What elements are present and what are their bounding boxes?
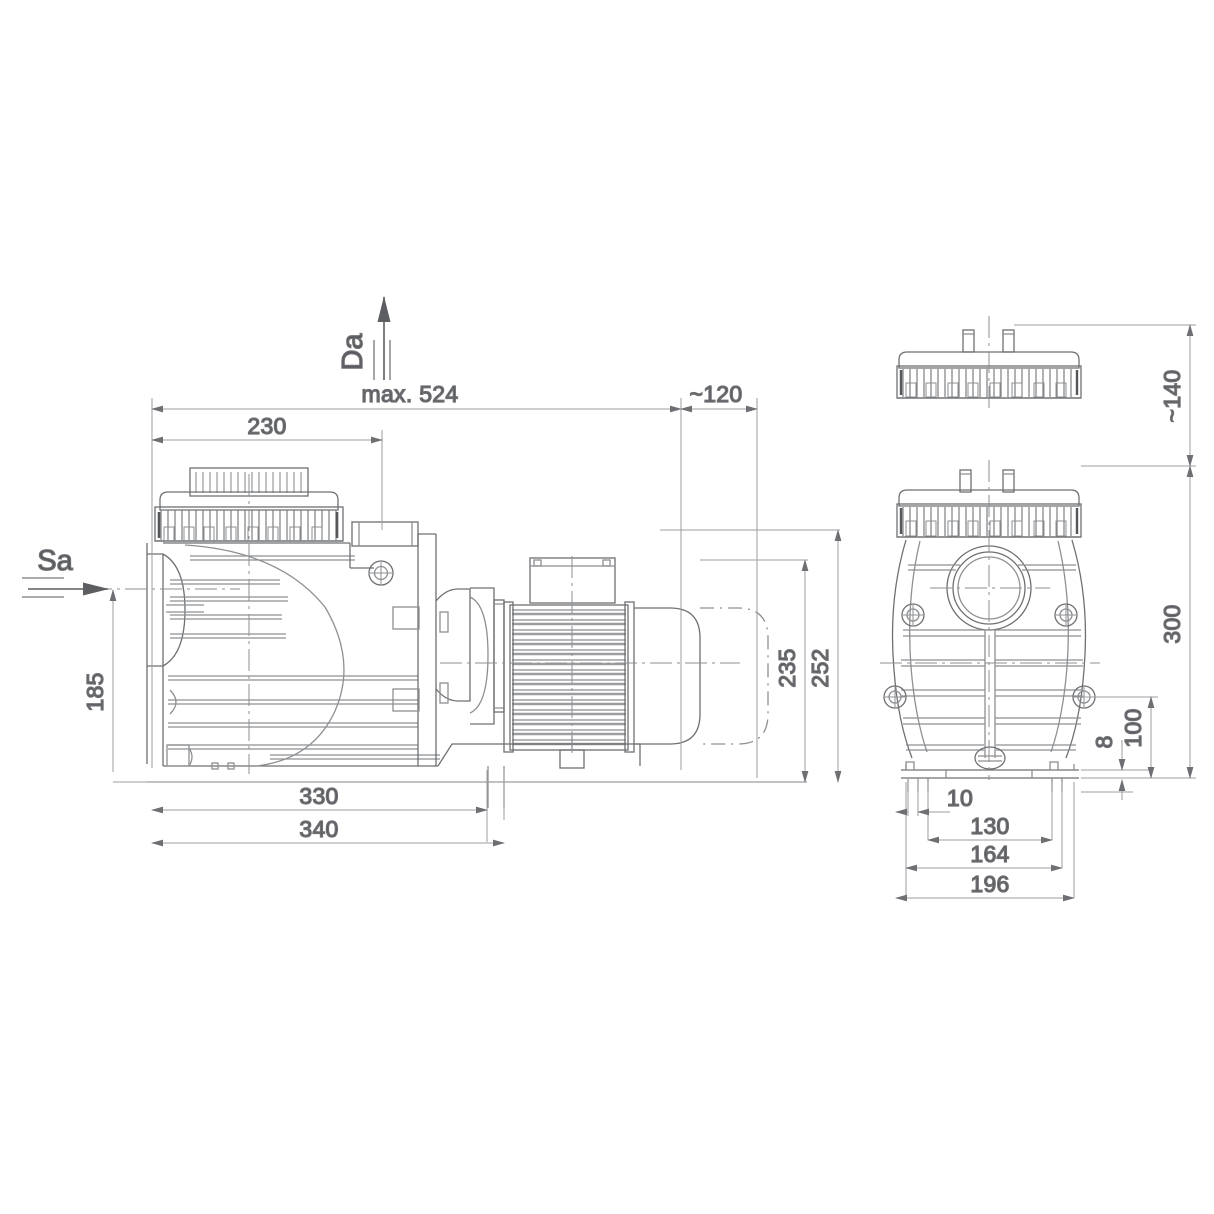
pump-housing-side [162, 521, 440, 770]
dim-235: 235 [774, 648, 800, 687]
dimension-labels: Da Sa max. 524 ~120 230 185 235 252 330 … [37, 332, 1186, 898]
side-view-dimensions [109, 398, 842, 847]
base-plate-side [147, 743, 807, 808]
dim-130: 130 [970, 813, 1009, 839]
dim-230: 230 [247, 413, 286, 439]
dim-140: ~140 [1159, 369, 1185, 422]
dim-340: 340 [299, 816, 338, 842]
dim-330: 330 [299, 783, 338, 809]
label-discharge: Da [337, 333, 369, 371]
centerlines [90, 316, 1100, 780]
discharge-flow-arrow [373, 296, 391, 380]
flow-symbols [22, 296, 391, 598]
side-view-geometry [146, 467, 807, 808]
dim-120: ~120 [689, 381, 742, 407]
dim-196: 196 [970, 871, 1009, 897]
dim-100: 100 [1120, 708, 1146, 747]
motor-side [503, 557, 769, 769]
dim-252: 252 [807, 648, 833, 687]
mounting-boss [883, 603, 1096, 709]
dim-max-524: max. 524 [361, 381, 458, 407]
dim-164: 164 [970, 841, 1009, 867]
motor-adapter [435, 587, 505, 725]
front-view-dimensions [895, 324, 1196, 902]
suction-flow-arrow [22, 577, 109, 598]
dim-8: 8 [1091, 735, 1117, 748]
dim-300: 300 [1159, 604, 1185, 643]
suction-flange [146, 543, 288, 764]
dim-10: 10 [947, 785, 973, 811]
strainer-lid-side [154, 467, 344, 542]
dim-185: 185 [82, 672, 108, 711]
label-suction: Sa [37, 545, 73, 577]
